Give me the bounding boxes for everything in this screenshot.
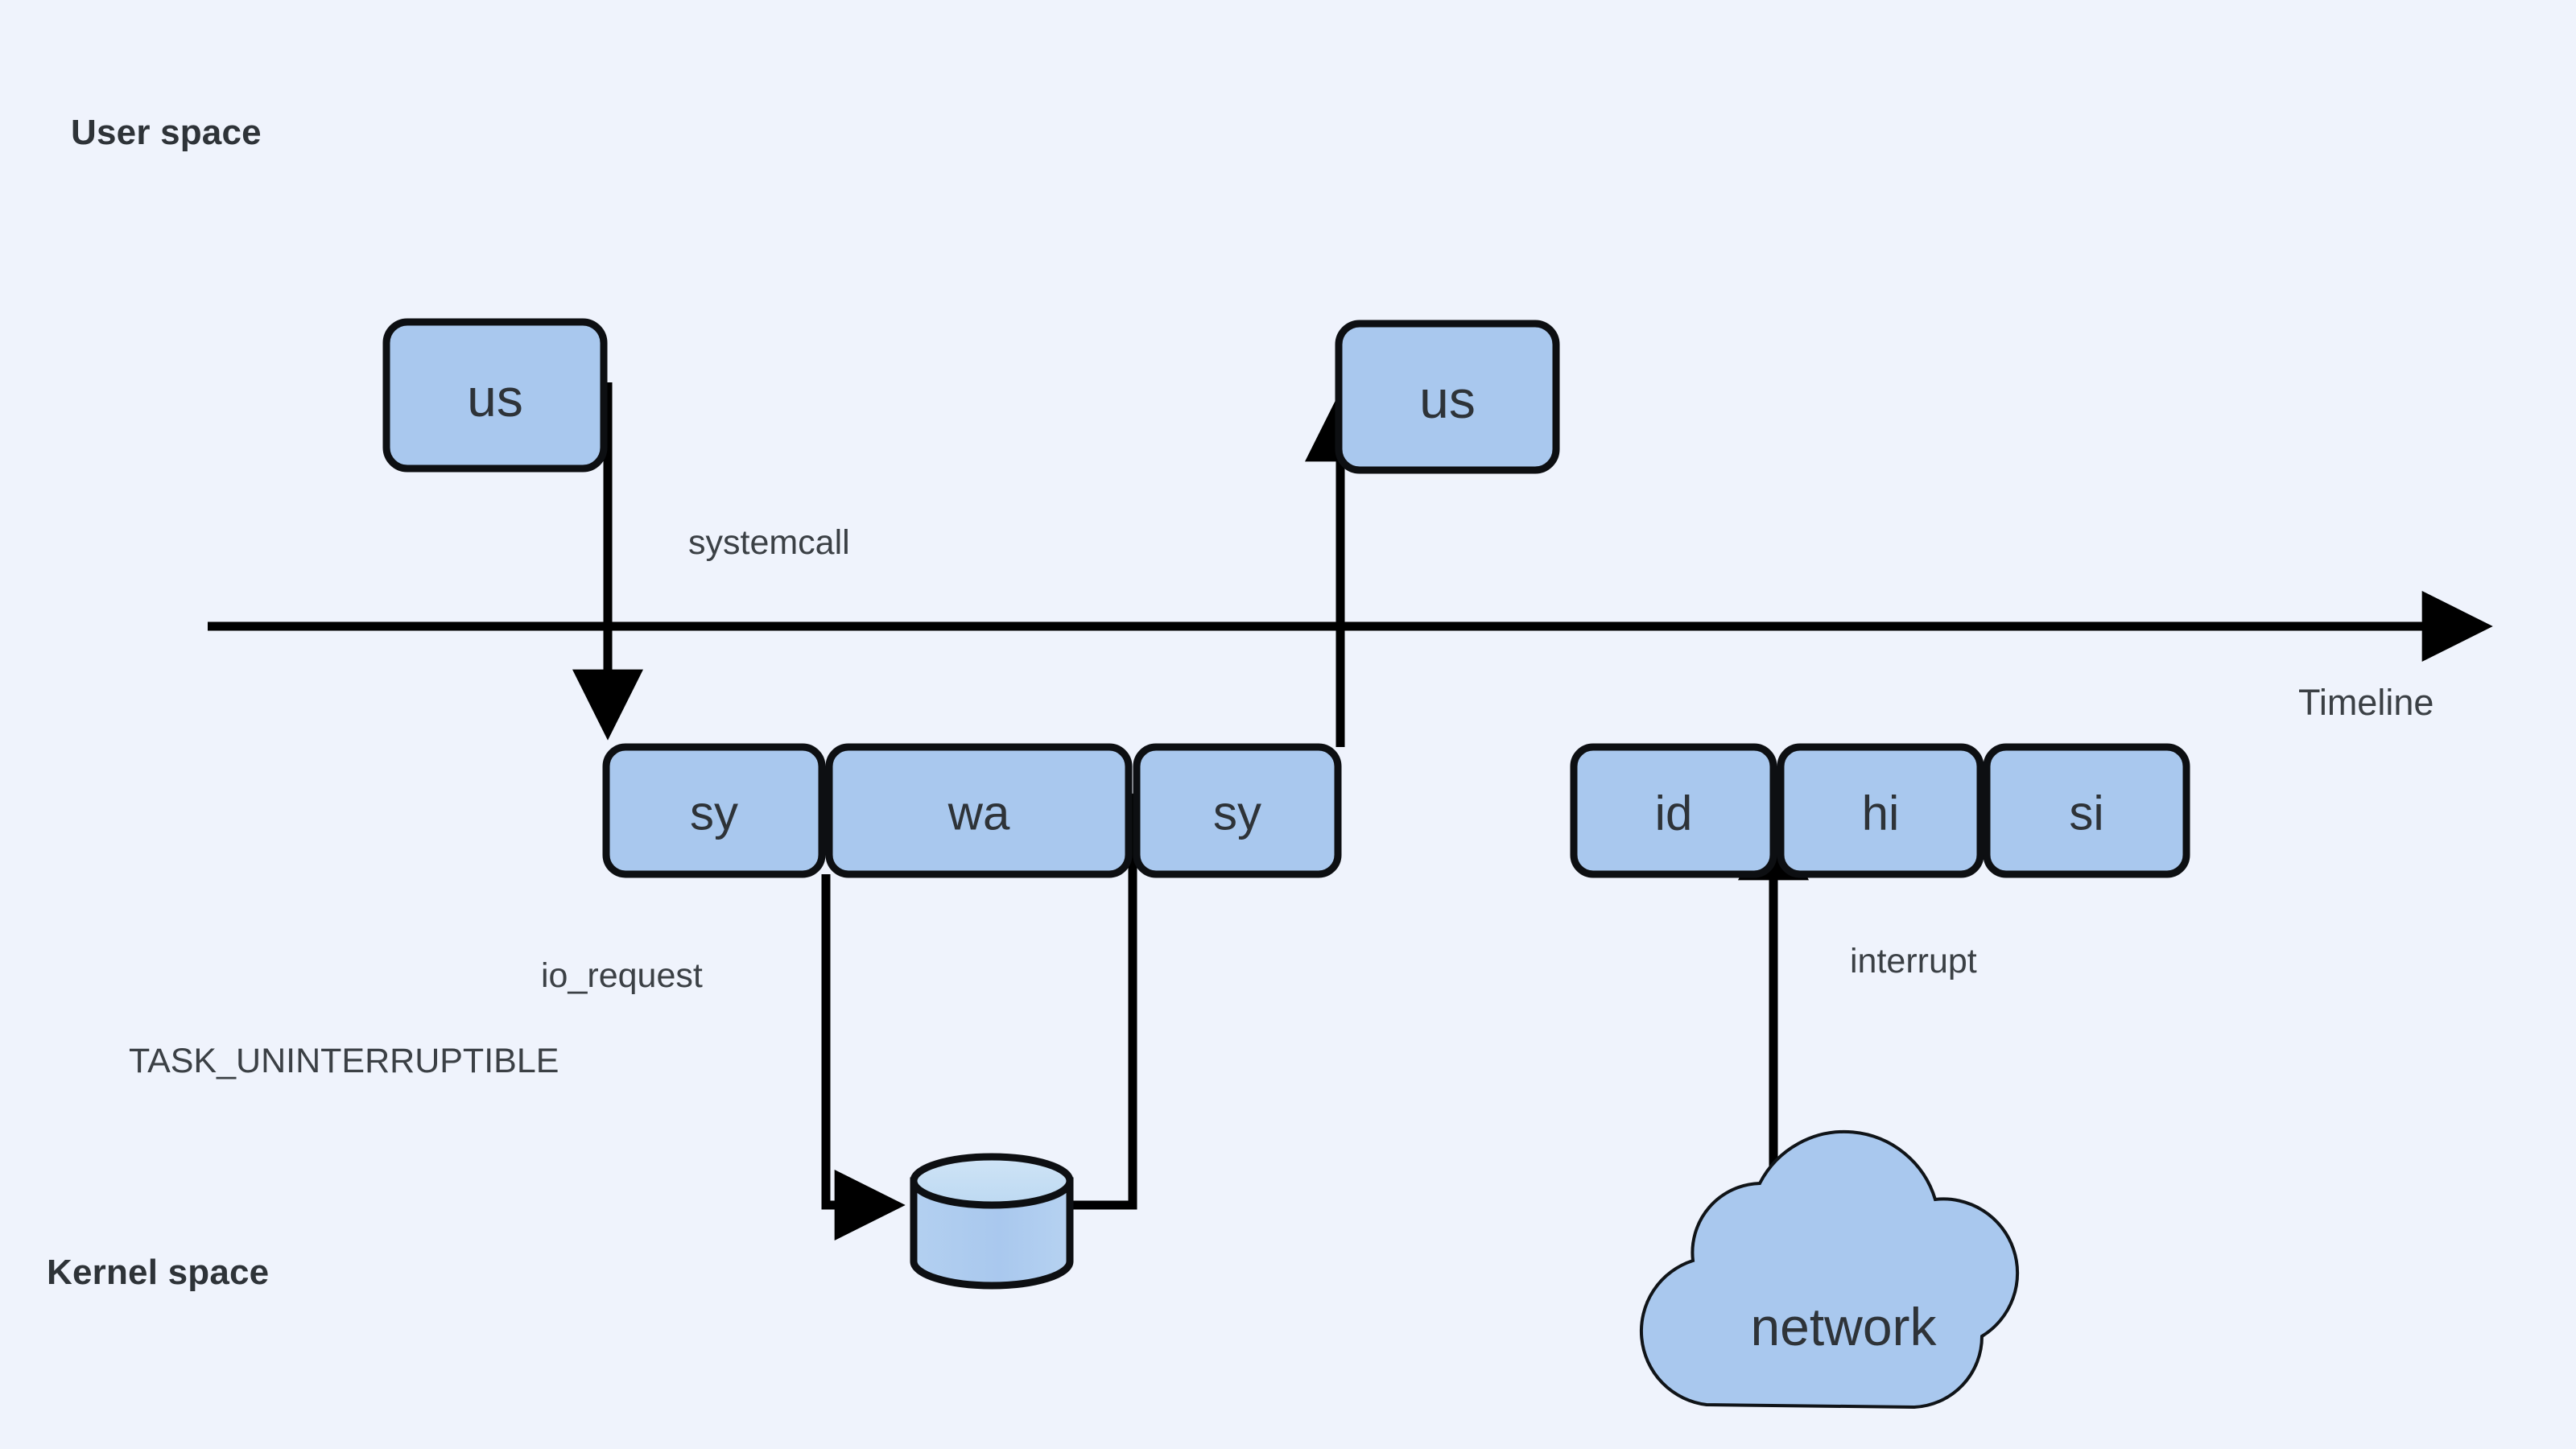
network-label: network	[1750, 1297, 1937, 1356]
us-entry-box[interactable]	[382, 318, 608, 473]
id-box[interactable]	[1570, 743, 1777, 878]
us-return-box[interactable]	[1335, 320, 1560, 474]
us-entry-label: us	[467, 368, 523, 427]
sy-exit-label: sy	[1213, 786, 1261, 840]
io-request-path	[821, 874, 906, 1241]
user-space-label: User space	[71, 113, 262, 152]
wa-box[interactable]	[825, 743, 1133, 878]
sy-enter-label: sy	[690, 786, 738, 840]
node-wa[interactable]: wa	[825, 743, 1133, 878]
io-request-label: io_request	[541, 956, 703, 995]
us-return-label: us	[1419, 369, 1476, 429]
database-body	[910, 1177, 1074, 1290]
wa-label: wa	[947, 786, 1010, 840]
database-top	[910, 1153, 1074, 1209]
sy-exit-box[interactable]	[1133, 743, 1342, 878]
id-label: id	[1655, 786, 1693, 840]
si-box[interactable]	[1983, 743, 2190, 878]
node-sy-exit[interactable]: sy	[1133, 743, 1342, 878]
node-id[interactable]: id	[1570, 743, 1777, 878]
node-si[interactable]: si	[1983, 743, 2190, 878]
si-label: si	[2069, 786, 2103, 840]
node-hi[interactable]: hi	[1777, 743, 1984, 878]
timeline-label: Timeline	[2298, 682, 2434, 723]
systemcall-label: systemcall	[688, 523, 850, 562]
interrupt-label: interrupt	[1850, 942, 1977, 980]
sy-enter-box[interactable]	[602, 743, 826, 878]
node-us-return[interactable]: us	[1335, 320, 1560, 474]
cloud-shape	[1639, 1129, 2020, 1410]
kernel-space-label: Kernel space	[47, 1253, 270, 1292]
database-icon[interactable]	[910, 1153, 1074, 1290]
io-complete-path	[1071, 793, 1168, 1210]
task-uninterruptible-label: TASK_UNINTERRUPTIBLE	[129, 1042, 559, 1080]
hi-label: hi	[1862, 786, 1900, 840]
network-cloud[interactable]: network	[1639, 1129, 2020, 1410]
node-us-entry[interactable]: us	[382, 318, 608, 473]
hi-box[interactable]	[1777, 743, 1984, 878]
node-sy-enter[interactable]: sy	[602, 743, 826, 878]
